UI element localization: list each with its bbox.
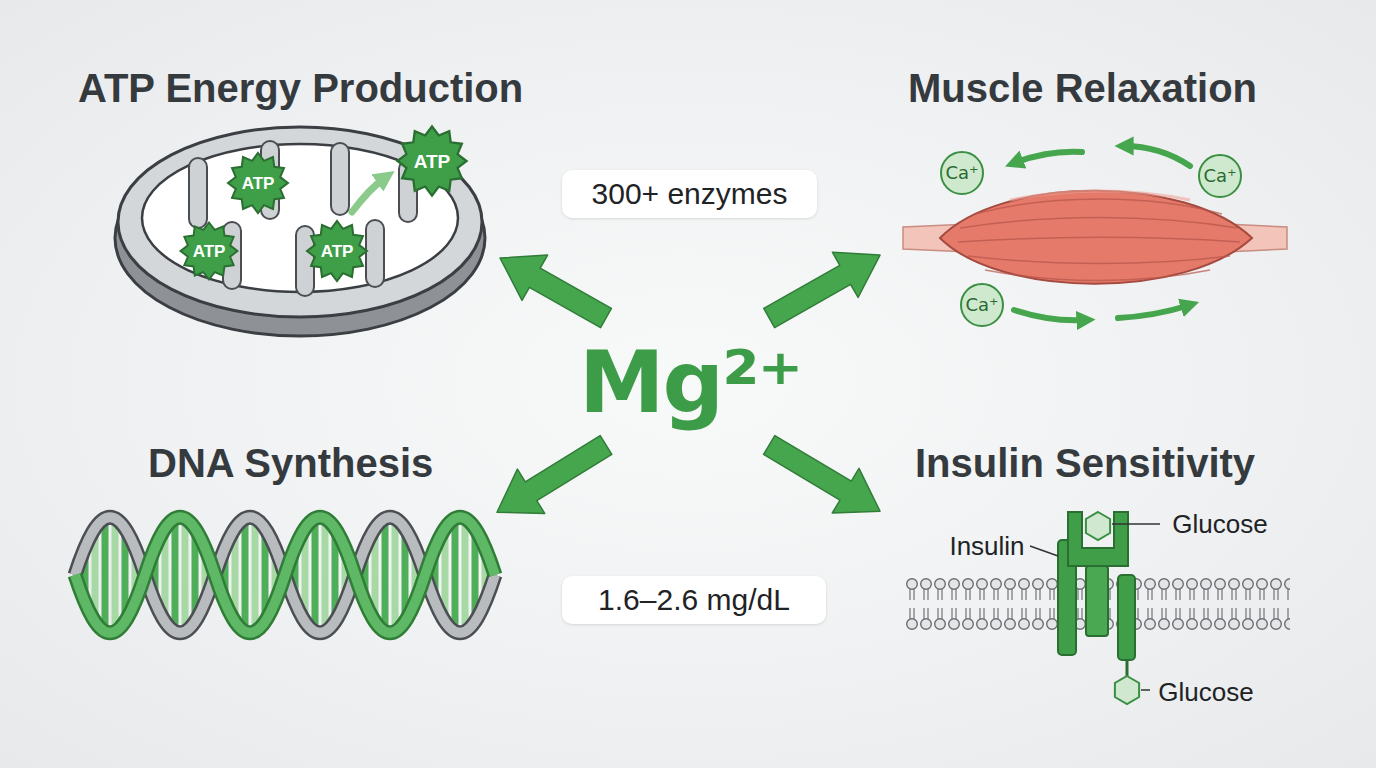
molecule-label: ATP: [193, 243, 226, 260]
muscle-fiber: [903, 191, 1287, 284]
block-arrow: [764, 436, 880, 513]
badge-text: 1.6–2.6 mg/dL: [598, 583, 790, 617]
topic-panel: DNA Synthesis: [60, 430, 497, 665]
panel-heading: DNA Synthesis: [148, 440, 433, 486]
badge-text: 300+ enzymes: [592, 177, 788, 211]
molecule-label: Glucose: [1172, 511, 1267, 537]
panel-heading: ATP Energy Production: [78, 65, 523, 111]
molecule-label: Glucose: [1158, 679, 1253, 705]
ion-symbol: Mg²⁺: [579, 339, 801, 425]
fact-badge: 300+ enzymes: [562, 170, 817, 218]
topic-panel: ATP Energy Production: [70, 55, 500, 345]
dna-helix: [75, 517, 495, 633]
central-ion: Mg²⁺: [570, 318, 810, 445]
block-arrow: [500, 255, 611, 328]
panel-heading: Insulin Sensitivity: [915, 440, 1255, 486]
topic-panel: Insulin Sensitivity: [880, 430, 1300, 710]
ion-label: Ca⁺: [965, 296, 998, 314]
mitochondrion: [115, 127, 485, 337]
topic-panel: Muscle Relaxation: [880, 55, 1300, 345]
molecule-label: ATP: [321, 243, 354, 260]
ion-label: Ca⁺: [1203, 167, 1236, 185]
ion-label: Ca⁺: [945, 164, 978, 182]
block-arrow: [497, 436, 612, 514]
molecule-label: Insulin: [949, 533, 1024, 559]
calcium-flow: [941, 146, 1241, 326]
molecule-label: ATP: [414, 152, 451, 171]
fact-badge: 1.6–2.6 mg/dL: [562, 576, 826, 624]
panel-heading: Muscle Relaxation: [908, 65, 1257, 111]
block-arrow: [764, 252, 880, 327]
molecule-label: ATP: [242, 175, 275, 192]
insulin-receptor: [1030, 512, 1160, 704]
